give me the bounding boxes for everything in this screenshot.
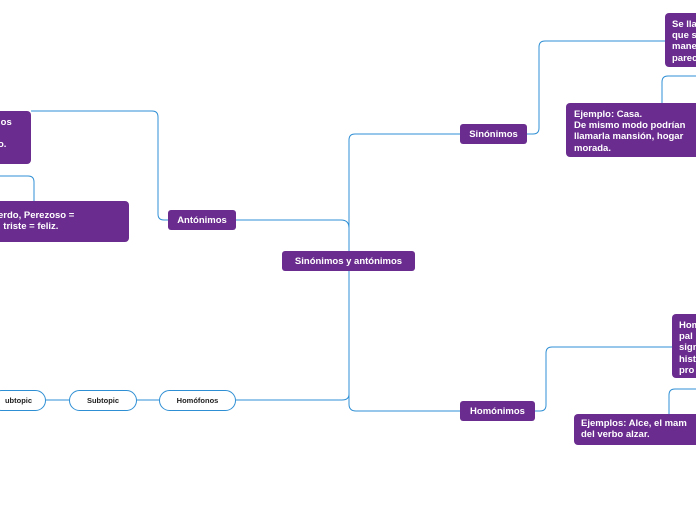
- topic-homofonos[interactable]: Homófonos: [159, 390, 236, 411]
- antonimos-example-note[interactable]: erdo, Perezoso = , triste = feliz.: [0, 201, 129, 242]
- link-homonimos-def: [535, 346, 672, 412]
- sinonimos-definition-note[interactable]: Se lla que s mane parec: [665, 13, 696, 67]
- link-sinonimos-def: [527, 40, 665, 135]
- homonimos-definition-note[interactable]: Hom pal sign hist pro: [672, 314, 696, 378]
- sinonimos-example-note[interactable]: Ejemplo: Casa. De mismo modo podrían lla…: [566, 103, 696, 157]
- link-antonimos-def: [31, 110, 168, 221]
- link-central-sinonimos: [348, 133, 460, 262]
- link-sinonimos-def-ejemplo: [661, 75, 696, 103]
- topic-homonimos[interactable]: Homónimos: [460, 401, 535, 421]
- link-homonimos-def-ejemplo: [668, 388, 696, 414]
- central-topic[interactable]: Sinónimos y antónimos: [282, 251, 415, 271]
- topic-sinonimos[interactable]: Sinónimos: [460, 124, 527, 144]
- link-central-homofonos: [236, 262, 350, 401]
- subtopic-node-cut[interactable]: ubtopic: [0, 390, 46, 411]
- link-central-homonimos: [348, 262, 460, 412]
- homonimos-example-note[interactable]: Ejemplos: Alce, el mam del verbo alzar.: [574, 414, 696, 445]
- link-antonimos-def-ejemplo: [0, 175, 35, 201]
- antonimos-definition-note[interactable]: los . o.: [0, 111, 31, 164]
- subtopic-node[interactable]: Subtopic: [69, 390, 137, 411]
- topic-antonimos[interactable]: Antónimos: [168, 210, 236, 230]
